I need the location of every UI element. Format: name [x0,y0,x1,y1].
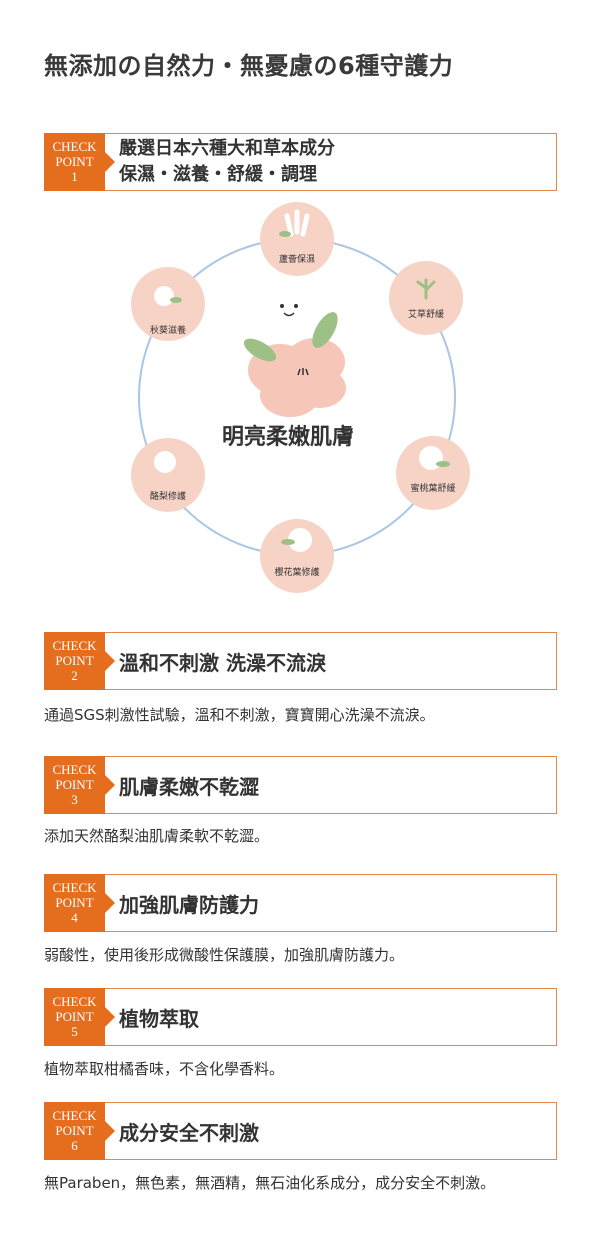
badge-number: 1 [71,169,78,184]
checkpoint-title: 嚴選日本六種大和草本成分 保濕・滋養・舒緩・調理 [119,136,335,188]
arrow-icon [105,775,115,795]
center-label: 明亮柔嫩肌膚 [222,424,354,450]
badge-number: 6 [71,1138,78,1153]
checkpoint-badge: CHECK POINT 4 [44,874,105,932]
checkpoint-5: CHECK POINT 5 植物萃取 [44,988,557,1046]
arrow-icon [105,893,115,913]
badge-check: CHECK [52,139,97,154]
checkpoint-title: 植物萃取 [119,1006,199,1031]
checkpoint-badge: CHECK POINT 1 [44,133,105,191]
node-sakura-leaf: 櫻花葉修護 [260,519,334,593]
checkpoint-desc: 添加天然酪梨油肌膚柔軟不乾澀。 [44,827,270,845]
badge-number: 4 [71,910,78,925]
checkpoint-6: CHECK POINT 6 成分安全不刺激 [44,1102,557,1160]
badge-number: 5 [71,1024,78,1039]
badge-point: POINT [55,154,94,169]
checkpoint-3: CHECK POINT 3 肌膚柔嫩不乾澀 [44,756,557,814]
badge-point: POINT [55,777,94,792]
checkpoint-desc: 通過SGS刺激性試驗，溫和不刺激，寶寶開心洗澡不流淚。 [44,706,435,724]
badge-number: 2 [71,668,78,683]
badge-check: CHECK [52,762,97,777]
checkpoint-desc: 弱酸性，使用後形成微酸性保護膜，加強肌膚防護力。 [44,946,405,964]
badge-point: POINT [55,653,94,668]
arrow-icon [105,1121,115,1141]
checkpoint-badge: CHECK POINT 2 [44,632,105,690]
badge-point: POINT [55,895,94,910]
node-label: 秋葵滋養 [150,324,186,336]
checkpoint-title: 成分安全不刺激 [119,1120,259,1145]
checkpoint-title-line1: 嚴選日本六種大和草本成分 [119,138,335,159]
checkpoint-desc: 無Paraben，無色素，無酒精，無石油化系成分，成分安全不刺激。 [44,1174,496,1192]
arrow-icon [105,152,115,172]
node-label: 櫻花葉修護 [274,566,319,578]
checkpoint-badge: CHECK POINT 3 [44,756,105,814]
ingredient-diagram: 明亮柔嫩肌膚 蘆薈保濕 艾草舒緩 蜜桃葉舒緩 櫻花葉修護 酪梨修護 秋葵滋養 [131,202,470,593]
badge-check: CHECK [52,638,97,653]
node-mugwort: 艾草舒緩 [389,261,463,335]
checkpoint-title-line2: 保濕・滋養・舒緩・調理 [119,164,317,185]
node-avocado: 酪梨修護 [131,438,205,512]
badge-check: CHECK [52,880,97,895]
badge-check: CHECK [52,1108,97,1123]
badge-point: POINT [55,1009,94,1024]
badge-point: POINT [55,1123,94,1138]
page-title: 無添加の自然力・無憂慮の6種守護力 [44,52,454,80]
node-okra: 秋葵滋養 [131,267,205,341]
checkpoint-4: CHECK POINT 4 加強肌膚防護力 [44,874,557,932]
node-aloe: 蘆薈保濕 [260,202,334,276]
badge-check: CHECK [52,994,97,1009]
node-label: 蘆薈保濕 [279,253,315,265]
checkpoint-badge: CHECK POINT 5 [44,988,105,1046]
checkpoint-title: 溫和不刺激 洗澡不流淚 [119,650,326,675]
checkpoint-title: 肌膚柔嫩不乾澀 [119,774,259,799]
checkpoint-desc: 植物萃取柑橘香味，不含化學香料。 [44,1060,285,1078]
arrow-icon [105,1007,115,1027]
node-label: 蜜桃葉舒緩 [410,482,455,494]
arrow-icon [105,651,115,671]
node-label: 酪梨修護 [150,490,186,502]
checkpoint-1: CHECK POINT 1 嚴選日本六種大和草本成分 保濕・滋養・舒緩・調理 [44,133,557,191]
node-peach-leaf: 蜜桃葉舒緩 [396,436,470,510]
node-label: 艾草舒緩 [408,308,444,320]
checkpoint-title: 加強肌膚防護力 [119,892,259,917]
checkpoint-2: CHECK POINT 2 溫和不刺激 洗澡不流淚 [44,632,557,690]
checkpoint-badge: CHECK POINT 6 [44,1102,105,1160]
badge-number: 3 [71,792,78,807]
center-flower-icon [243,304,346,417]
